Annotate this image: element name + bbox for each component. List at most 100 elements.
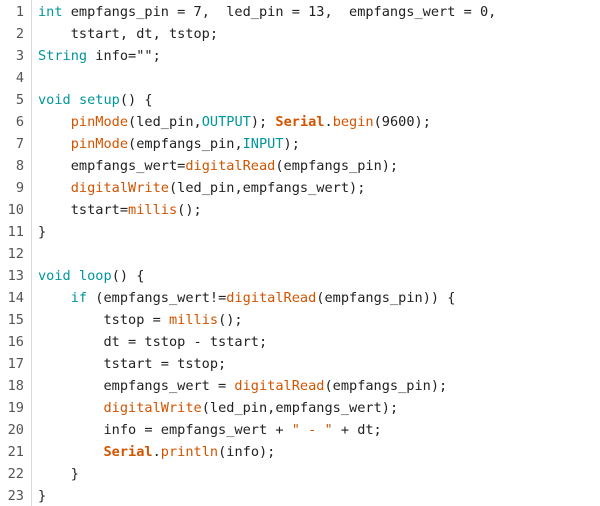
code-token: (empfangs_pin); xyxy=(324,378,448,394)
code-token: tstart, dt, tstop; xyxy=(38,26,219,42)
code-token: tstart= xyxy=(38,202,129,218)
code-text: tstart, dt, tstop; xyxy=(38,23,218,45)
line-number: 22 xyxy=(7,466,24,482)
line-number: 12 xyxy=(7,246,24,262)
code-text: int empfangs_pin = 7, led_pin = 13, empf… xyxy=(38,1,496,23)
code-text: pinMode(empfangs_pin,INPUT); xyxy=(38,133,300,155)
code-text: dt = tstop - tstart; xyxy=(38,331,267,353)
line-number: 21 xyxy=(7,444,24,460)
code-line[interactable]: 16 dt = tstop - tstart; xyxy=(0,331,600,353)
code-line[interactable]: 23} xyxy=(0,485,600,506)
code-text: pinMode(led_pin,OUTPUT); Serial.begin(96… xyxy=(38,111,431,133)
code-line[interactable]: 6 pinMode(led_pin,OUTPUT); Serial.begin(… xyxy=(0,111,600,133)
code-token: tstop = xyxy=(38,312,169,328)
line-number: 1 xyxy=(15,4,24,20)
code-text: info = empfangs_wert + " - " + dt; xyxy=(38,419,381,441)
code-token: . xyxy=(324,114,333,130)
code-line[interactable]: 15 tstop = millis(); xyxy=(0,309,600,331)
code-line[interactable]: 17 tstart = tstop; xyxy=(0,353,600,375)
function-token: digitalWrite xyxy=(70,180,169,196)
code-line[interactable]: 5 void setup() { xyxy=(0,89,600,111)
code-token: empfangs_wert= xyxy=(38,158,186,174)
code-token: } xyxy=(38,224,47,240)
code-text: String info=""; xyxy=(38,45,161,67)
line-number: 7 xyxy=(15,136,24,152)
line-number: 5 xyxy=(15,92,24,108)
code-line[interactable]: 10 tstart=millis(); xyxy=(0,199,600,221)
code-text: void setup() { xyxy=(38,89,153,111)
line-number: 9 xyxy=(15,180,24,196)
code-line[interactable]: 14 if (empfangs_wert!=digitalRead(empfan… xyxy=(0,287,600,309)
keyword-token: void xyxy=(38,92,71,108)
code-line[interactable]: 7 pinMode(empfangs_pin,INPUT); xyxy=(0,133,600,155)
function-token: Serial xyxy=(275,114,325,130)
code-text: digitalWrite(led_pin,empfangs_wert); xyxy=(38,177,366,199)
code-line[interactable]: 11} xyxy=(0,221,600,243)
code-text: tstart=millis(); xyxy=(38,199,202,221)
code-line[interactable]: 21 Serial.println(info); xyxy=(0,441,600,463)
code-text: empfangs_wert=digitalRead(empfangs_pin); xyxy=(38,155,398,177)
code-line[interactable]: 4 xyxy=(0,67,600,89)
line-number: 15 xyxy=(7,312,24,328)
function-token: Serial xyxy=(103,444,153,460)
keyword-token: INPUT xyxy=(242,136,284,152)
code-line[interactable]: 1 int empfangs_pin = 7, led_pin = 13, emp… xyxy=(0,1,600,23)
keyword-token: loop xyxy=(78,268,112,284)
code-line[interactable]: 22 } xyxy=(0,463,600,485)
code-line[interactable]: 20 info = empfangs_wert + " - " + dt; xyxy=(0,419,600,441)
code-line[interactable]: 8 empfangs_wert=digitalRead(empfangs_pin… xyxy=(0,155,600,177)
code-line[interactable]: 19 digitalWrite(led_pin,empfangs_wert); xyxy=(0,397,600,419)
code-token: (); xyxy=(218,312,243,328)
code-token: (empfangs_wert!= xyxy=(87,290,227,306)
code-token: (empfangs_pin)) { xyxy=(316,290,456,306)
line-number: 14 xyxy=(7,290,24,306)
code-text: } xyxy=(38,485,46,506)
code-token xyxy=(38,290,71,306)
function-token: " - " xyxy=(291,422,333,438)
code-text: empfangs_wert = digitalRead(empfangs_pin… xyxy=(38,375,447,397)
code-token: (empfangs_pin); xyxy=(275,158,399,174)
code-token: (led_pin, xyxy=(128,114,202,130)
keyword-token: if xyxy=(70,290,88,306)
code-token: . xyxy=(152,444,161,460)
code-token: (); xyxy=(177,202,202,218)
code-token xyxy=(38,114,71,130)
line-number: 13 xyxy=(7,268,24,284)
code-line[interactable]: 18 empfangs_wert = digitalRead(empfangs_… xyxy=(0,375,600,397)
function-token: println xyxy=(160,444,219,460)
code-text: tstop = millis(); xyxy=(38,309,243,331)
function-token: digitalRead xyxy=(185,158,276,174)
code-token: } xyxy=(38,488,47,504)
code-token: } xyxy=(38,466,79,482)
line-number: 18 xyxy=(7,378,24,394)
code-token: (led_pin,empfangs_wert); xyxy=(201,400,399,416)
code-token: ); xyxy=(250,114,276,130)
code-token: (led_pin,empfangs_wert); xyxy=(168,180,366,196)
code-line[interactable]: 9 digitalWrite(led_pin,empfangs_wert); xyxy=(0,177,600,199)
code-token xyxy=(38,400,103,416)
code-line[interactable]: 12 xyxy=(0,243,600,265)
code-token: ); xyxy=(283,136,300,152)
function-token: pinMode xyxy=(70,136,129,152)
line-number: 10 xyxy=(7,202,24,218)
function-token: pinMode xyxy=(70,114,129,130)
keyword-token: OUTPUT xyxy=(201,114,251,130)
keyword-token: String xyxy=(38,48,88,64)
line-number: 4 xyxy=(15,70,24,86)
code-token: () { xyxy=(111,268,145,284)
code-token xyxy=(71,92,79,108)
line-number: 16 xyxy=(7,334,24,350)
line-number: 19 xyxy=(7,400,24,416)
code-token: info=""; xyxy=(87,48,161,64)
line-number: 17 xyxy=(7,356,24,372)
function-token: millis xyxy=(168,312,219,328)
code-token xyxy=(38,180,71,196)
code-line[interactable]: 2 tstart, dt, tstop; xyxy=(0,23,600,45)
code-token: (empfangs_pin, xyxy=(128,136,243,152)
code-token: empfangs_pin = 7, led_pin = 13, empfangs… xyxy=(62,4,497,20)
code-text: tstart = tstop; xyxy=(38,353,226,375)
